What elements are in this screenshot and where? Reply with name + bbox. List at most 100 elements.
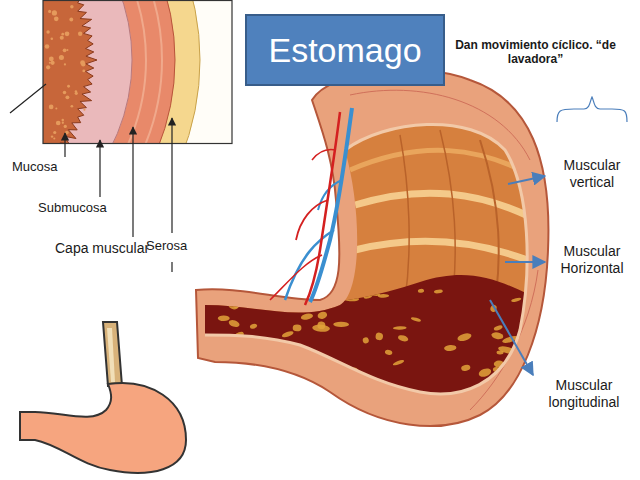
stomach-icon [20,383,186,473]
mucosa-texture [49,105,54,110]
mucosa-texture [81,62,85,66]
serosa-layer [43,0,200,143]
mucosa-layer [43,0,97,143]
mucosa-texture [62,122,64,124]
gastric-rugae [228,294,237,301]
mucosa-texture [54,17,59,22]
gastric-rugae [511,376,522,382]
layer-label: Mucosa [12,159,82,175]
layer-label: Serosa [146,238,216,254]
gastric-rugae [218,315,230,321]
vein [285,230,334,300]
gastric-rugae [341,294,359,302]
muscle-band [355,193,540,222]
muscle-wall [195,100,540,420]
mucosa-texture [65,31,70,36]
esophagus-lumen [107,328,115,382]
gastric-rugae [375,332,383,340]
leader-line [132,127,133,237]
leader-line [171,118,172,233]
mucosa-texture [82,69,85,72]
gastric-rugae [266,345,276,351]
mucosa-texture [63,91,67,95]
gastric-rugae [249,323,257,329]
gastric-rugae [304,354,311,361]
mucosa-texture [63,48,67,52]
cut-edge [205,124,527,394]
gastric-rugae [461,364,472,372]
mucosa-texture [55,108,57,110]
muscle-layer [43,0,175,143]
gastric-rugae [418,288,425,293]
gastric-rugae [232,301,240,309]
gastric-rugae [444,344,457,351]
gastric-mucosa [200,275,540,420]
gastric-rugae [235,340,246,345]
brace [557,97,627,122]
artery [270,255,322,300]
leader-line [99,140,100,197]
gastric-rugae [208,340,221,349]
mucosa-texture [49,57,54,62]
gastric-rugae [497,351,504,355]
mucosa-texture [70,5,73,8]
leader-line [10,84,46,113]
title-box: Estomago [245,14,445,86]
mucosa-texture [50,61,54,65]
mucosa-texture [53,131,56,134]
mucosa-texture [46,30,49,33]
mucosa-texture [64,63,66,65]
mucosa-texture [60,36,64,40]
mucosa-texture [64,125,67,128]
mucosa-texture [48,10,51,13]
gastric-rugae [393,326,407,330]
gastric-rugae [312,324,330,332]
mucosa-texture [83,109,85,111]
mucosa-texture [46,65,50,69]
gastric-rugae [272,373,287,379]
gastric-rugae [300,313,313,321]
gastric-rugae [239,368,255,372]
leader-line [171,262,172,272]
gastric-rugae [392,359,404,366]
muscle-fiber [43,0,146,143]
leader-line [64,133,65,157]
mucosa-texture [45,44,50,49]
muscle-label: Muscular vertical [552,157,632,191]
gastric-rugae [228,301,240,310]
gastric-rugae [457,332,473,343]
gastric-rugae [327,373,335,380]
muscle-label: Muscular longitudinal [536,377,632,411]
mucosa-texture [51,37,54,40]
gastric-rugae [293,325,302,332]
gastric-rugae [491,331,504,340]
gastric-rugae [353,382,361,388]
muscle-fiber [400,135,409,300]
gastric-rugae [331,379,339,384]
gastric-rugae [231,338,246,342]
gastric-rugae [363,292,374,300]
gastric-rugae [324,296,337,304]
gastric-rugae [333,322,349,327]
gastric-rugae [325,386,340,394]
gastric-rugae [531,289,537,293]
mucosa-texture [56,121,61,126]
mucosa-texture [62,119,64,121]
title-text: Estomago [268,31,421,70]
mucosa-texture [61,33,64,36]
gastric-rugae [219,367,232,376]
gastric-rugae [434,289,443,294]
mucosa-texture [66,49,68,51]
leader-arrow [490,300,533,375]
gastric-rugae [252,288,266,292]
gastric-rugae [297,392,311,397]
gastric-rugae [293,286,305,294]
gastric-rugae [272,355,289,364]
mucosa-texture [69,18,73,22]
artery [305,112,340,305]
gastric-rugae [493,325,503,332]
gastric-rugae [277,365,291,373]
gastric-rugae [277,367,287,375]
